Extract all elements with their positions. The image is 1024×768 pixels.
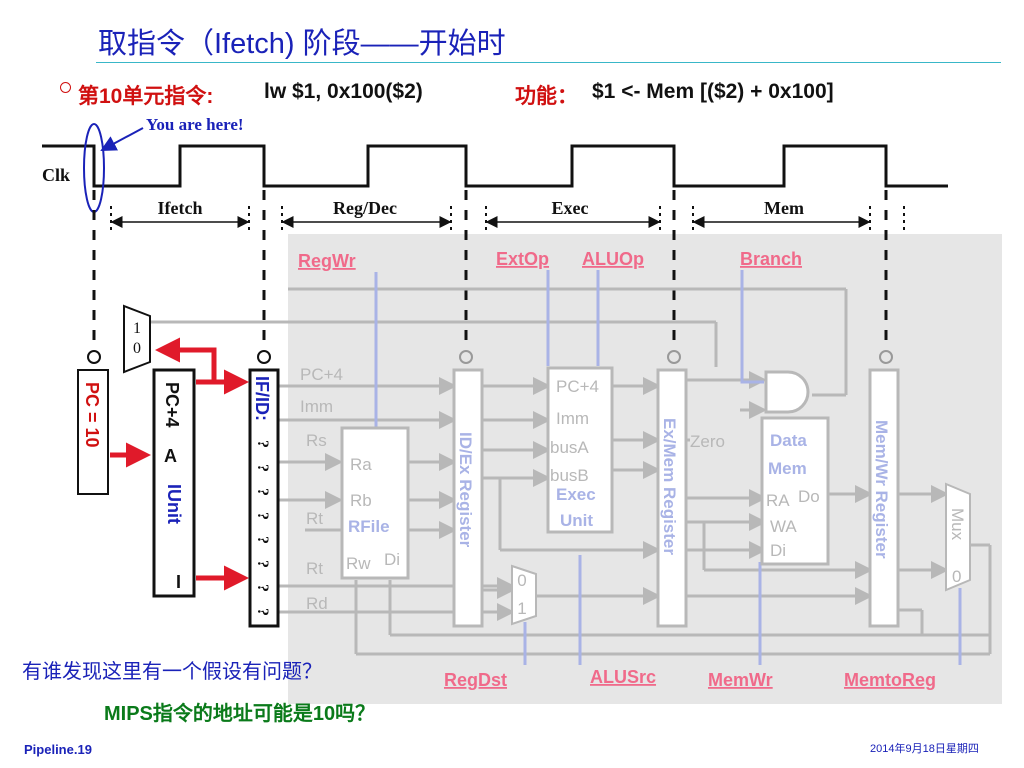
page-title: 取指令（Ifetch) 阶段——开始时: [98, 28, 506, 60]
iunit-a: A: [164, 446, 177, 466]
exec-unit-name-2: Unit: [560, 511, 593, 530]
clk-label: Clk: [42, 165, 70, 185]
bullet-icon: [60, 82, 71, 93]
branch-signal: Branch: [740, 249, 802, 269]
exec-imm: Imm: [556, 409, 589, 428]
title-divider: [96, 62, 1001, 63]
regdst-mux-input-0: 0: [517, 571, 526, 590]
memwr-register: [868, 368, 900, 628]
datamem-name-2: Mem: [768, 459, 807, 478]
you-are-here-label: You are here!: [146, 115, 244, 134]
pc-mux-input-0: 0: [133, 340, 141, 357]
stage-ifetch: Ifetch: [158, 198, 203, 218]
label-pc4: PC+4: [300, 365, 343, 384]
exec-unit-name-1: Exec: [556, 485, 596, 504]
regwr-signal: RegWr: [298, 251, 356, 271]
memtoreg-mux-input-0: 0: [952, 567, 961, 586]
exec-busb: busB: [550, 466, 589, 485]
regdst-signal: RegDst: [444, 670, 507, 690]
you-are-here-arrow: [100, 127, 144, 151]
stage-regdec: Reg/Dec: [333, 198, 397, 218]
rfile-ra: Ra: [350, 455, 372, 474]
control-lines: [374, 270, 962, 665]
pc-register: [77, 369, 109, 495]
idex-register-name: ID/Ex Register: [456, 432, 475, 548]
slide-date: 2014年9月18日星期四: [870, 743, 979, 755]
label-rs: Rs: [306, 431, 327, 450]
slide-number: Pipeline.19: [24, 742, 92, 757]
regdst-mux: [511, 564, 537, 626]
datamem-wa: WA: [770, 517, 797, 536]
label-rt: Rt: [306, 509, 323, 528]
iunit: [152, 368, 196, 598]
register-clock-bubbles: [87, 350, 271, 364]
ifid-register: [248, 368, 280, 628]
exec-pc4: PC+4: [556, 377, 599, 396]
datamem-di: Di: [770, 541, 786, 560]
exec-busa: busA: [550, 438, 589, 457]
exmem-register: [656, 368, 688, 628]
aluop-signal: ALUOp: [582, 249, 644, 269]
exec-unit: [546, 366, 614, 534]
clock-waveform: [42, 144, 948, 188]
rfile-rw: Rw: [346, 554, 371, 573]
extop-signal: ExtOp: [496, 249, 549, 269]
exmem-register-name: Ex/Mem Register: [660, 418, 679, 555]
pc-mux-input-1: 1: [133, 320, 141, 337]
datamem-ra: RA: [766, 491, 790, 510]
ifid-unknown-values: ? ? ? ? ? ? ? ?: [254, 440, 271, 622]
stage-mem: Mem: [764, 198, 804, 218]
question-1: 有谁发现这里有一个假设有问题？: [22, 661, 322, 683]
label-rt-second: Rt: [306, 559, 323, 578]
stage-exec: Exec: [552, 198, 589, 218]
idex-register: [452, 368, 484, 628]
memtoreg-mux-label: Mux: [948, 508, 967, 541]
instruction-text: lw $1, 0x100($2): [264, 80, 423, 103]
regdst-mux-input-1: 1: [517, 599, 526, 618]
zero-label: Zero: [690, 432, 725, 451]
datamem-do: Do: [798, 487, 820, 506]
register-file: [340, 426, 410, 580]
memtoreg-mux: [945, 482, 971, 592]
pc-mux: [123, 304, 151, 374]
instruction-label: 第10单元指令:: [78, 85, 214, 108]
iunit-name: IUnit: [164, 484, 184, 524]
question-2: MIPS指令的地址可能是10吗？: [104, 703, 376, 725]
function-text: $1 <- Mem [($2) + 0x100]: [592, 80, 834, 103]
label-imm: Imm: [300, 397, 333, 416]
rfile-rb: Rb: [350, 491, 372, 510]
ifid-register-name: IF/ID:: [252, 376, 272, 421]
memwr-signal: MemWr: [708, 670, 773, 690]
rfile-di: Di: [384, 550, 400, 569]
active-signal-arrows: [110, 337, 249, 591]
rfile-name: RFile: [348, 517, 390, 536]
data-memory: [760, 416, 830, 566]
label-rd: Rd: [306, 594, 328, 613]
pc-value-label: PC = 10: [82, 382, 102, 448]
branch-and-gate: [764, 370, 810, 414]
function-label: 功能：: [515, 85, 578, 108]
stage-dividers: [92, 190, 888, 350]
memwr-register-name: Mem/Wr Register: [872, 420, 891, 559]
memtoreg-signal: MemtoReg: [844, 670, 936, 690]
alusrc-signal: ALUSrc: [590, 667, 656, 687]
iunit-i: I: [176, 572, 181, 592]
iunit-pc4: PC+4: [162, 382, 182, 428]
datamem-name-1: Data: [770, 431, 807, 450]
